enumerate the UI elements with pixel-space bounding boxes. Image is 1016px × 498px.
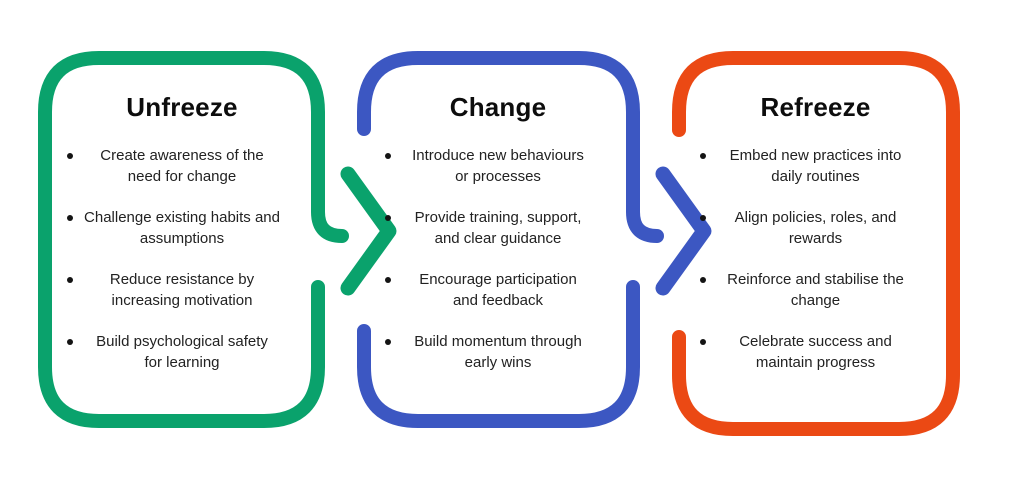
bullet-text: and feedback — [452, 292, 544, 309]
list-item: Introduce new behaviours or processes — [380, 145, 616, 187]
bullet-text: Celebrate success and — [739, 333, 892, 350]
list-item: Create awareness of the need for change — [62, 145, 302, 187]
change-box: Change Introduce new behaviours or proce… — [356, 52, 640, 393]
list-item: Encourage participation and feedback — [380, 269, 616, 311]
refreeze-box: Refreeze Embed new practices into daily … — [671, 52, 960, 393]
bullet-text: Create awareness of the — [100, 147, 264, 164]
list-item: Reinforce and stabilise the change — [695, 269, 936, 311]
bullet-text: Reinforce and stabilise the — [727, 271, 904, 288]
unfreeze-to-change-arrow-icon — [340, 166, 397, 296]
bullet-icon — [700, 215, 706, 221]
bullet-text: daily routines — [771, 168, 860, 185]
bullet-icon — [67, 153, 73, 159]
change-to-refreeze-arrow-icon — [655, 166, 712, 296]
bullet-text: Build momentum through — [414, 333, 582, 350]
bullet-icon — [67, 215, 73, 221]
unfreeze-box-outline — [38, 51, 349, 428]
bullet-text: Reduce resistance by — [109, 271, 255, 288]
bullet-text: for learning — [144, 354, 220, 371]
bullet-text: increasing motivation — [111, 292, 253, 309]
bullet-text: need for change — [127, 168, 237, 185]
bullet-text: Introduce new behaviours — [412, 147, 584, 164]
list-item: Provide training, support, and clear gui… — [380, 207, 616, 249]
change-title: Change — [449, 92, 547, 122]
bullet-text: change — [790, 292, 841, 309]
bullet-icon — [67, 339, 73, 345]
bullet-icon — [385, 277, 391, 283]
bullet-text: Challenge existing habits and — [84, 209, 280, 226]
bullet-text: Build psychological safety — [96, 333, 268, 350]
unfreeze-title: Unfreeze — [126, 92, 238, 122]
bullet-icon — [385, 153, 391, 159]
bullet-text: maintain progress — [755, 354, 876, 371]
bullet-text: Embed new practices into — [729, 147, 902, 164]
change-box-outline — [357, 51, 664, 428]
bullet-icon — [700, 339, 706, 345]
bullet-icon — [385, 339, 391, 345]
bullet-icon — [700, 153, 706, 159]
refreeze-box-outline — [672, 51, 960, 436]
unfreeze-box: Unfreeze Create awareness of the need fo… — [38, 52, 326, 393]
list-item: Build momentum through early wins — [380, 331, 616, 373]
bullet-text: or processes — [455, 168, 541, 185]
bullet-text: Provide training, support, — [414, 209, 582, 226]
list-item: Align policies, roles, and rewards — [695, 207, 936, 249]
bullet-icon — [67, 277, 73, 283]
bullet-icon — [385, 215, 391, 221]
list-item: Celebrate success and maintain progress — [695, 331, 936, 373]
list-item: Embed new practices into daily routines — [695, 145, 936, 187]
bullet-icon — [700, 277, 706, 283]
list-item: Challenge existing habits and assumption… — [62, 207, 302, 249]
bullet-text: Align policies, roles, and — [734, 209, 897, 226]
bullet-text: early wins — [464, 354, 532, 371]
bullet-text: and clear guidance — [434, 230, 562, 247]
refreeze-title: Refreeze — [760, 92, 871, 122]
bullet-text: rewards — [788, 230, 843, 247]
bullet-text: Encourage participation — [419, 271, 577, 288]
list-item: Reduce resistance by increasing motivati… — [62, 269, 302, 311]
list-item: Build psychological safety for learning — [62, 331, 302, 373]
bullet-text: assumptions — [139, 230, 225, 247]
